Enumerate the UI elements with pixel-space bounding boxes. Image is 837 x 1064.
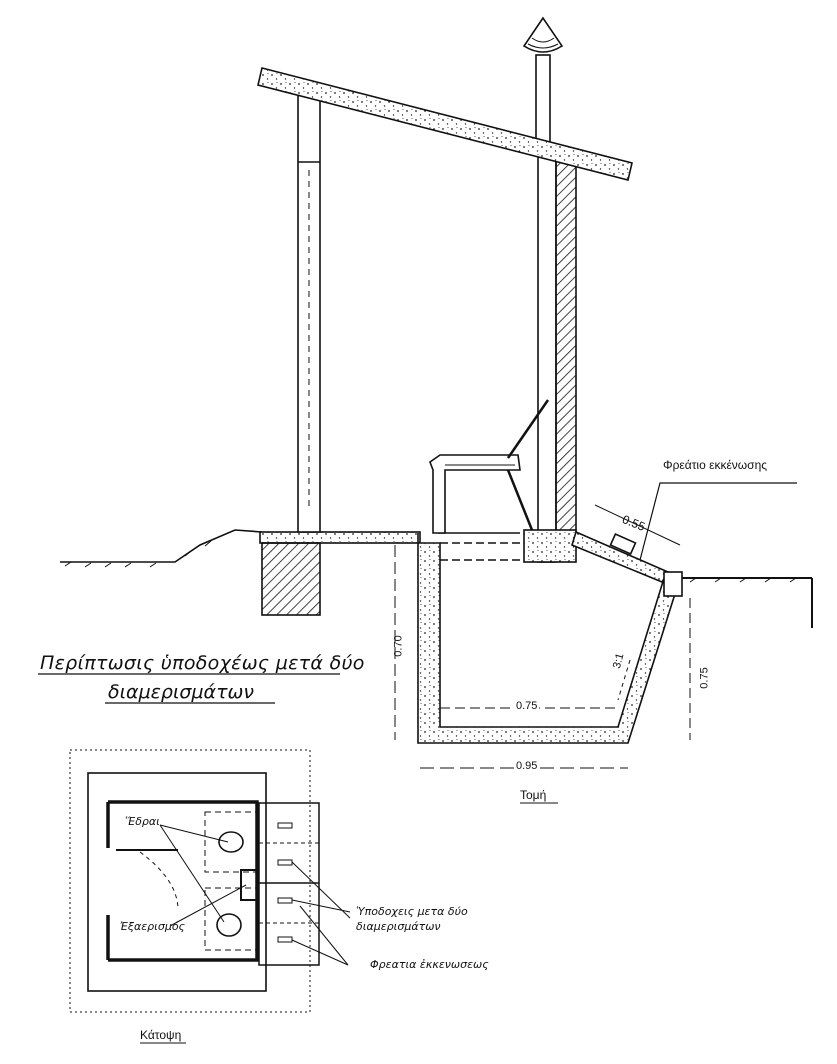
roof — [257, 67, 633, 181]
dim-inner-width: 0.75 — [514, 700, 540, 712]
dim-outer-width: 0.95 — [514, 760, 540, 772]
callout-leader — [639, 482, 797, 561]
callout-drainage-pit: Φρεάτιο εκκένωσης — [663, 458, 768, 472]
plan-leaders — [159, 824, 351, 966]
vent-pipe — [522, 16, 564, 151]
ground-line — [60, 529, 813, 628]
plan-view — [69, 749, 351, 1044]
floor-slab — [259, 531, 421, 544]
plan-receivers — [258, 802, 320, 966]
plan-label-vent: Ἐξαερισμός — [120, 920, 186, 933]
dim-outer-depth: 0.75 — [698, 667, 711, 689]
plan-label-receivers-2: διαμερισμάτων — [356, 920, 441, 933]
plan-hole-lower — [216, 913, 242, 937]
seat — [429, 399, 550, 534]
foundation-block — [261, 542, 321, 616]
plan-outer-slab — [87, 772, 267, 992]
plan-label-receivers-1: Ὑποδοχεις μετα δύο — [356, 905, 468, 918]
plan-label-pits: Φρεατια ἐκκενωσεως — [370, 958, 489, 971]
plan-label-seats: Ἕδραι — [125, 815, 160, 828]
plan-seat-lower — [204, 887, 258, 951]
title-line-1: Περίπτωσις ὑποδοχέως μετά δύο — [40, 652, 365, 674]
dim-pit-depth: 0.70 — [392, 635, 405, 657]
section-view — [60, 16, 813, 804]
right-wall — [523, 149, 577, 563]
section-caption: Τομή — [520, 788, 547, 802]
plan-vent-box — [240, 869, 258, 901]
left-post — [297, 89, 321, 533]
plan-hole-upper — [218, 831, 244, 853]
plan-caption: Κάτοψη — [140, 1028, 182, 1042]
plan-soil-fringe — [69, 749, 311, 1013]
title-underlines — [38, 673, 340, 704]
plan-seat-upper — [204, 811, 258, 873]
title-line-2: διαμερισμάτων — [108, 681, 255, 703]
pit-cover — [571, 530, 683, 597]
pit — [417, 533, 682, 744]
